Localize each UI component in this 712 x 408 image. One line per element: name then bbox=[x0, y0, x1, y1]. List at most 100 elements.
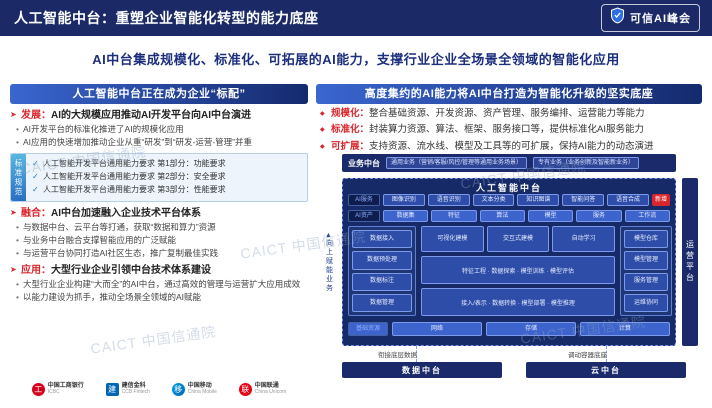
section-integration-label: 融合： bbox=[21, 207, 51, 219]
ai-services-row: AI服务 图像识别 语音识别 文本分类 知识图谱 智能问答 语音合成 新增 bbox=[348, 194, 670, 206]
logo-name: 中国移动 bbox=[187, 383, 212, 390]
modeling-chip: 可视化建模 bbox=[421, 226, 484, 252]
title-bar: 人工智能中台：重塑企业智能化转型的能力底座 可信AI峰会 bbox=[0, 0, 712, 36]
standards-item: 人工智能开发平台通用能力要求 第2部分：安全要求 bbox=[32, 171, 301, 184]
standards-tab: 标准规范 bbox=[11, 154, 26, 201]
ai-middle-platform-box: 人工智能中台 AI服务 图像识别 语音识别 文本分类 知识图谱 智能问答 语音合… bbox=[342, 178, 676, 346]
infrastructure-chip: 计算 bbox=[580, 322, 670, 336]
architecture-diagram: 业务中台 通用业务（营销/客服/风控/管理等通用业务场景） 专有业务（业务创新及… bbox=[316, 154, 702, 398]
proprietary-business-box: 专有业务（业务创新及智能新业务） bbox=[533, 157, 640, 169]
business-middle-platform-bar: 业务中台 通用业务（营销/客服/风控/管理等通用业务场景） 专有业务（业务创新及… bbox=[342, 154, 676, 172]
data-service-chip: 数据标注 bbox=[352, 272, 412, 291]
standards-item: 人工智能开发平台通用能力要求 第1部分：功能要求 bbox=[32, 158, 301, 171]
icbc-logo-icon: 工 bbox=[31, 383, 45, 396]
ai-platform-title: 人工智能中台 bbox=[475, 183, 542, 193]
section-development-title: AI的大规模应用推动AI开发平台向AI中台演进 bbox=[51, 110, 251, 121]
infrastructure-label: 基础资源 bbox=[348, 322, 388, 336]
ai-asset-chip: 算法 bbox=[479, 210, 525, 222]
integration-bullet: 与运营平台协同打造AI社区生态，推广复制最佳实践 bbox=[10, 248, 308, 260]
model-ops-column: 模型仓库 模型管理 服务管理 运维协同 bbox=[620, 226, 672, 316]
infrastructure-chip: 网络 bbox=[392, 322, 482, 336]
logo-sub: ICBC bbox=[47, 389, 60, 396]
right-panel-header: 高度集约的AI能力将AI中台打造为智能化升级的坚实底座 bbox=[316, 84, 702, 104]
ai-service-chip: 智能问答 bbox=[562, 194, 605, 206]
up-arrow-icon: ▲ bbox=[325, 231, 332, 239]
ai-assets-row: AI资产 数据集 特征 算法 模型 服务 工作流 bbox=[348, 210, 670, 222]
ai-services-label: AI服务 bbox=[348, 194, 380, 206]
model-ops-chip: 运维协同 bbox=[624, 293, 668, 312]
data-service-chip: 数据管理 bbox=[352, 293, 412, 312]
conference-badge: 可信AI峰会 bbox=[601, 4, 700, 32]
development-bullet: AI应用的快速增加推动企业从重“研发”到“研发-运营-管理”并重 bbox=[10, 137, 308, 149]
capability-bullet-scale: 规模化：整合基础资源、开发资源、资产管理、服务编排、运营能力等能力 bbox=[316, 108, 702, 120]
connector-line bbox=[416, 346, 417, 362]
logo-sub: China Unicom bbox=[254, 389, 287, 396]
bullet-text: 支持资源、流水线、模型及工具等的可扩展，保持AI能力的动态演进 bbox=[369, 140, 654, 152]
model-ops-chip: 模型管理 bbox=[624, 251, 668, 270]
modeling-chip: 交互式建模 bbox=[486, 226, 550, 252]
link-cloud-label: 调动容器底座 bbox=[568, 352, 607, 359]
china-mobile-logo-icon: 移 bbox=[171, 383, 185, 396]
training-platform-column: 可视化建模 交互式建模 自动学习 特征工程 · 数据探索 · 模型训练 · 模型… bbox=[421, 226, 616, 316]
logo-name: 建信金科 bbox=[121, 383, 146, 390]
data-service-chip: 数据接入 bbox=[352, 230, 412, 249]
standards-list: 人工智能开发平台通用能力要求 第1部分：功能要求 人工智能开发平台通用能力要求 … bbox=[26, 154, 307, 200]
link-data-label: 衔接底层数据 bbox=[378, 352, 417, 359]
model-ops-chip: 服务管理 bbox=[624, 272, 668, 291]
ai-asset-chip: 服务 bbox=[576, 210, 622, 222]
development-bullet: AI开发平台的标准化推进了AI的规模化应用 bbox=[10, 124, 308, 136]
ai-service-chip: 文本分类 bbox=[472, 194, 515, 206]
bullet-label: 规模化： bbox=[331, 108, 370, 119]
training-pipeline-chip: 特征工程 · 数据探索 · 模型训练 · 模型评估 bbox=[421, 256, 615, 284]
ai-service-chip: 语音合成 bbox=[607, 194, 649, 206]
section-application-label: 应用： bbox=[21, 265, 51, 277]
integration-bullet: 与业务中台融合支撑智能应用的广泛赋能 bbox=[10, 235, 308, 247]
infrastructure-chip: 存储 bbox=[486, 322, 576, 336]
ai-asset-chip: 特征 bbox=[431, 210, 477, 222]
model-ops-chip: 模型仓库 bbox=[624, 230, 668, 249]
slide-subtitle-row: AI中台集成规模化、标准化、可拓展的AI能力，支撑行业企业全场景全领域的智能化应… bbox=[0, 40, 712, 76]
business-bar-label: 业务中台 bbox=[348, 158, 380, 168]
section-integration-heading: 融合：AI中台加速融入企业技术平台体系 bbox=[10, 207, 308, 220]
slide-title: 人工智能中台：重塑企业智能化转型的能力底座 bbox=[14, 10, 319, 26]
bullet-text: 整合基础资源、开发资源、资产管理、服务编排、运营能力等能力 bbox=[369, 108, 645, 119]
connector-line bbox=[606, 346, 607, 362]
section-integration-title: AI中台加速融入企业技术平台体系 bbox=[51, 207, 201, 219]
bullet-label: 可扩展： bbox=[331, 140, 370, 152]
ai-service-chip: 语音识别 bbox=[427, 194, 470, 206]
ai-asset-chip: 数据集 bbox=[383, 210, 429, 222]
right-panel: 高度集约的AI能力将AI中台打造为智能化升级的坚实底座 规模化：整合基础资源、开… bbox=[316, 84, 702, 398]
trusted-ai-shield-icon bbox=[610, 7, 625, 29]
standards-box: 标准规范 人工智能开发平台通用能力要求 第1部分：功能要求 人工智能开发平台通用… bbox=[10, 153, 308, 202]
standards-item: 人工智能开发平台通用能力要求 第3部分：性能要求 bbox=[32, 184, 301, 197]
infrastructure-row: 基础资源 网络 存储 计算 bbox=[348, 322, 670, 336]
logo-name: 中国联通 bbox=[254, 383, 279, 390]
slide-subtitle: AI中台集成规模化、标准化、可拓展的AI能力，支撑行业企业全场景全领域的智能化应… bbox=[92, 51, 620, 67]
conference-badge-label: 可信AI峰会 bbox=[630, 13, 691, 25]
ccb-fintech-logo-icon: 建 bbox=[105, 383, 119, 396]
new-tag: 新增 bbox=[651, 194, 670, 206]
capability-bullet-standard: 标准化：封装算力资源、算法、框架、服务接口等，提供标准化AI服务能力 bbox=[316, 124, 702, 136]
cloud-middle-platform-bar: 云中台 bbox=[526, 362, 686, 378]
left-panel: 人工智能中台正在成为企业“标配” 发展：AI的大规模应用推动AI开发平台向AI中… bbox=[10, 84, 308, 398]
inference-pipeline-chip: 接入/表示 · 数据转换 · 模型部署 · 模型推理 bbox=[421, 288, 615, 316]
integration-bullet: 与数据中台、云平台等打通，获取“数据和算力”资源 bbox=[10, 222, 308, 234]
logo-sub: China Mobile bbox=[187, 389, 217, 396]
empower-business-rail: ▲ 向上赋能业务 bbox=[321, 178, 336, 346]
ai-assets-label: AI资产 bbox=[348, 210, 380, 222]
section-application-heading: 应用：大型行业企业引领中台技术体系建设 bbox=[10, 264, 308, 277]
bullet-label: 标准化： bbox=[331, 124, 370, 136]
capability-bullet-extensible: 可扩展：支持资源、流水线、模型及工具等的可扩展，保持AI能力的动态演进 bbox=[316, 141, 702, 153]
section-development-label: 发展： bbox=[21, 110, 51, 121]
operation-platform-label: 运营平台 bbox=[685, 240, 695, 284]
ai-service-chip: 知识图谱 bbox=[517, 194, 560, 206]
application-bullet: 以能力建设为抓手，推动全场景全领域的AI赋能 bbox=[10, 292, 308, 304]
left-panel-header: 人工智能中台正在成为企业“标配” bbox=[10, 84, 308, 104]
section-development-heading: 发展：AI的大规模应用推动AI开发平台向AI中台演进 bbox=[10, 109, 308, 122]
logo-name: 中国工商银行 bbox=[47, 383, 84, 390]
logo-sub: CCB Fintech bbox=[121, 389, 150, 396]
general-business-box: 通用业务（营销/客服/风控/管理等通用业务场景） bbox=[386, 157, 528, 169]
